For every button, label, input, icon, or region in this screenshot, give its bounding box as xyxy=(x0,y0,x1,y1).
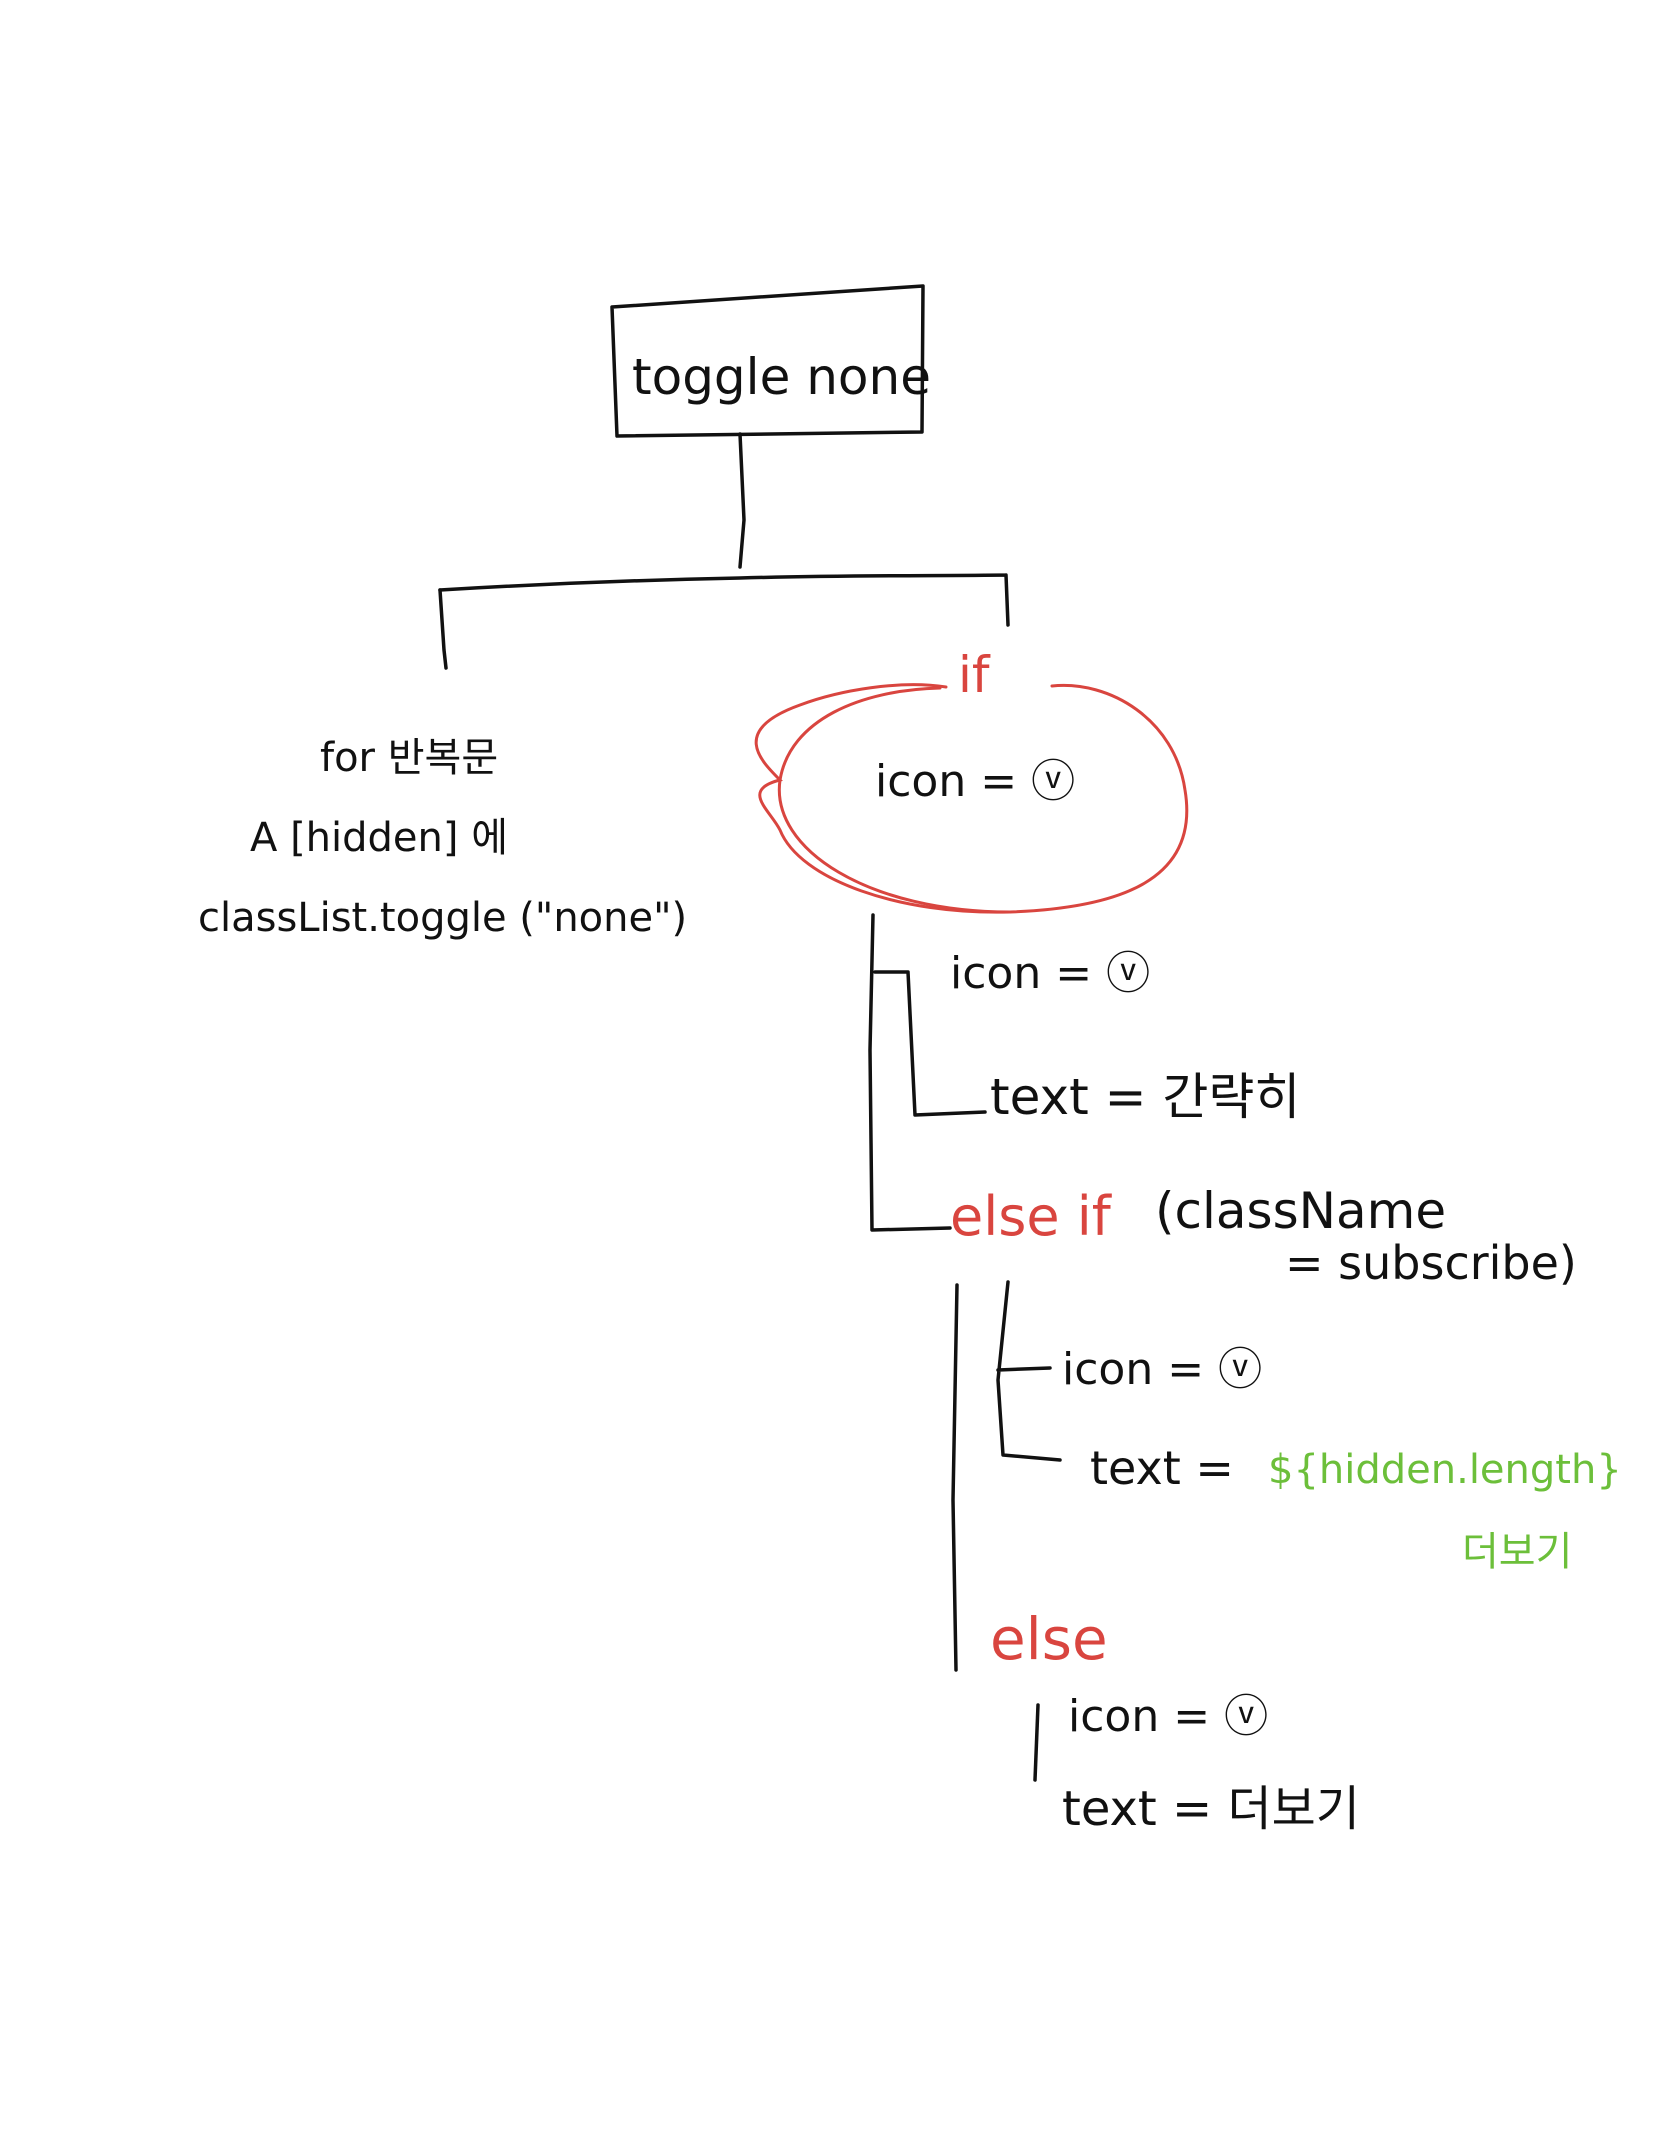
if-text-assign: text = 간략히 xyxy=(990,1068,1301,1126)
else-if-condition-1: (className xyxy=(1155,1182,1447,1240)
else-icon-assign: icon = ⓥ xyxy=(1068,1691,1269,1742)
else-if-text-value: ${hidden.length} xyxy=(1268,1447,1622,1493)
if-keyword: if xyxy=(958,646,990,704)
else-if-text-value-2: 더보기 xyxy=(1462,1529,1573,1575)
root-label: toggle none xyxy=(632,348,931,406)
left-branch-line-2: A [hidden] 에 xyxy=(250,815,509,861)
root-box xyxy=(610,284,925,438)
if-icon-assign: icon = ⓥ xyxy=(950,948,1151,999)
left-branch-line-3: classList.toggle ("none") xyxy=(198,895,688,941)
left-branch-line-1: for 반복문 xyxy=(320,735,499,781)
if-condition: icon = ⓥ xyxy=(875,756,1076,807)
if-ellipse-left xyxy=(777,686,1012,914)
else-if-text-assign: text = xyxy=(1090,1441,1234,1495)
split-line xyxy=(438,573,1010,627)
else-if-bracket-outer xyxy=(951,1283,959,1672)
else-if-condition-2: = subscribe) xyxy=(1285,1236,1577,1290)
trunk-line xyxy=(738,432,746,569)
else-text-assign: text = 더보기 xyxy=(1062,1781,1360,1837)
if-ellipse xyxy=(754,683,1189,914)
else-if-keyword: else if xyxy=(950,1185,1111,1248)
else-bracket xyxy=(1033,1703,1040,1782)
else-keyword: else xyxy=(990,1605,1108,1673)
if-block-bracket xyxy=(868,913,987,1232)
left-drop-line xyxy=(438,588,448,670)
else-if-icon-assign: icon = ⓥ xyxy=(1062,1344,1263,1395)
else-if-bracket-inner xyxy=(996,1280,1062,1462)
